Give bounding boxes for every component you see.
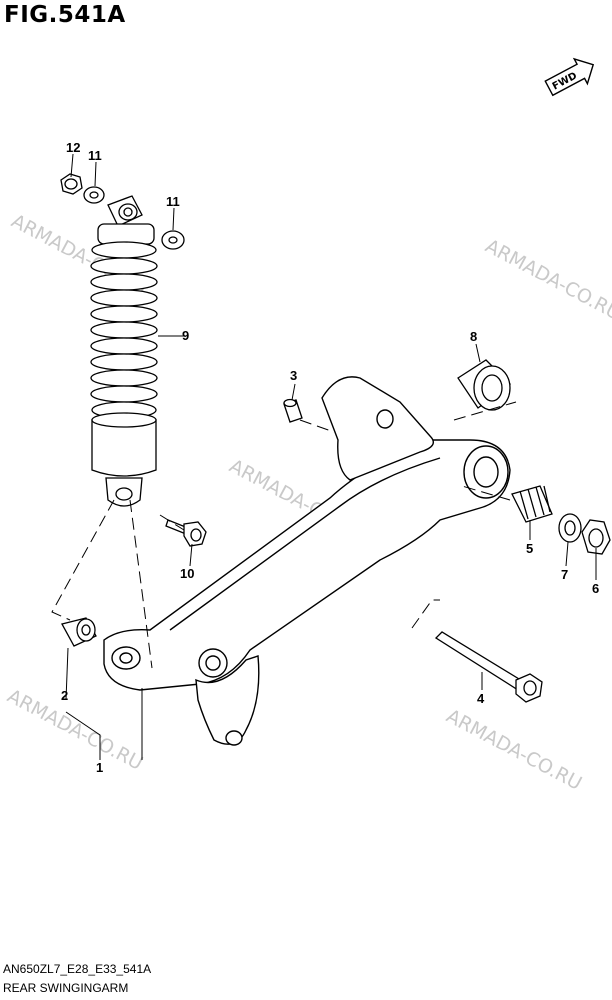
callout-10: 10 xyxy=(180,566,194,581)
callout-7: 7 xyxy=(561,567,568,582)
callout-5: 5 xyxy=(526,541,533,556)
watermark-2: ARMADA-CO.RU xyxy=(482,235,612,325)
callout-6: 6 xyxy=(592,581,599,596)
watermark-4: ARMADA-CO.RU xyxy=(4,685,147,775)
callout-9: 9 xyxy=(182,328,189,343)
spring-coils xyxy=(90,241,158,419)
callout-11-right: 11 xyxy=(166,194,180,209)
long-bolt-4 xyxy=(434,631,543,703)
bushing-2 xyxy=(61,617,97,647)
callout-12: 12 xyxy=(66,140,80,155)
callout-numbers: 12 11 11 9 3 8 10 5 7 6 4 2 1 xyxy=(61,140,599,775)
nut-6 xyxy=(581,519,611,555)
callout-leaders xyxy=(65,153,597,760)
pivot-shaft-5 xyxy=(511,485,553,523)
bolt-10 xyxy=(165,519,207,547)
watermark-5: ARMADA-CO.RU xyxy=(443,705,586,795)
fwd-arrow: FWD xyxy=(544,57,595,97)
top-nut-12 xyxy=(60,173,83,195)
callout-11-top: 11 xyxy=(88,148,102,163)
washer-11-top xyxy=(83,186,105,204)
shock-absorber-9 xyxy=(90,195,158,507)
collar-3 xyxy=(283,398,303,423)
callout-3: 3 xyxy=(290,368,297,383)
callout-2: 2 xyxy=(61,688,68,703)
callout-4: 4 xyxy=(477,691,485,706)
assembly-lines xyxy=(51,401,517,669)
washer-11-right xyxy=(161,230,185,250)
callout-8: 8 xyxy=(470,329,477,344)
callout-1: 1 xyxy=(96,760,103,775)
figure-title: FIG.541A xyxy=(4,2,126,28)
figure-name: REAR SWINGINGARM xyxy=(3,981,129,995)
swingarm-1 xyxy=(103,376,511,746)
bearing-8 xyxy=(457,359,511,411)
figure-code: AN650ZL7_E28_E33_541A xyxy=(3,962,152,976)
washer-7 xyxy=(558,513,582,543)
